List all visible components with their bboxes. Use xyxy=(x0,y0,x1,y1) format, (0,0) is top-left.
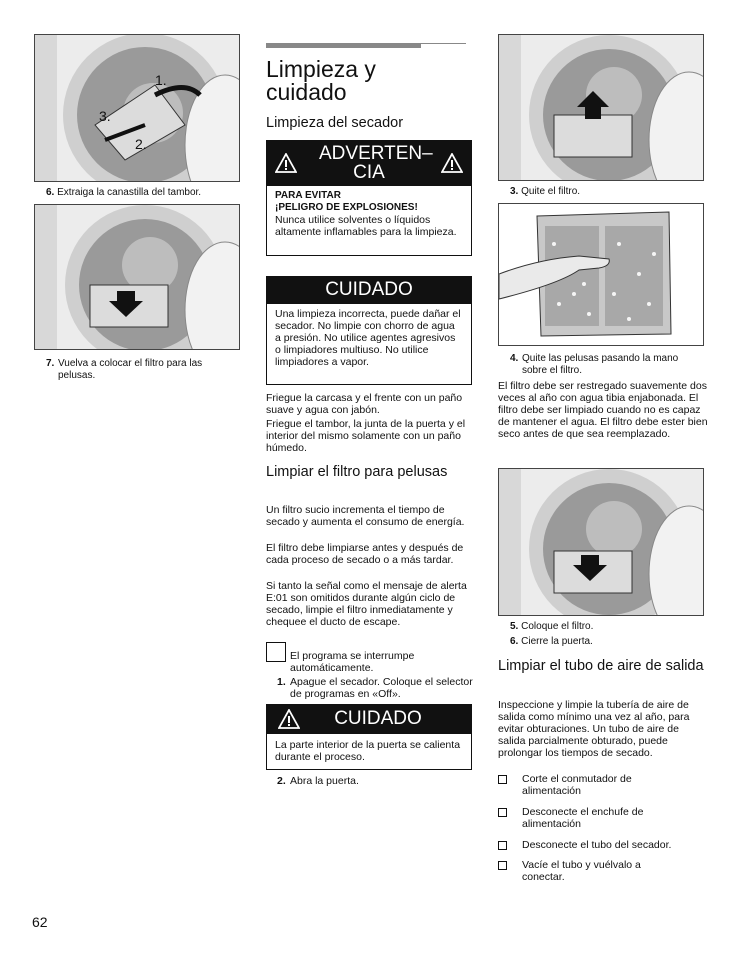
caption-step-6b: 6. Cierre la puerta. xyxy=(510,636,593,647)
paragraph-housing: Friegue la carcasa y el frente con un pa… xyxy=(266,392,463,416)
step-2: 2. Abra la puerta. xyxy=(277,775,359,787)
checklist: Corte el conmutador de alimentación Desc… xyxy=(498,773,708,889)
warning-body: PARA EVITAR ¡PELIGRO DE EXPLOSIONES! Nun… xyxy=(266,186,472,256)
section-heading-filter: Limpiar el filtro para pelusas xyxy=(266,464,448,480)
warning-label-1: PARA EVITAR xyxy=(275,190,341,201)
caution-heading-2: CUIDADO xyxy=(334,708,422,729)
title-rule xyxy=(266,43,466,44)
warning-label-2: ¡PELIGRO DE EXPLOSIONES! xyxy=(275,202,418,213)
svg-text:2.: 2. xyxy=(135,136,147,152)
warning-text: Nunca utilice solventes o líquidos altam… xyxy=(275,214,457,238)
caption-step-5: 5. Coloque el filtro. xyxy=(510,621,594,632)
paragraph-drum: Friegue el tambor, la junta de la puerta… xyxy=(266,418,466,454)
caution-text: Una limpieza incorrecta, puede dañar el … xyxy=(275,308,461,368)
checklist-item: Vacíe el tubo y vuélvalo a conectar. xyxy=(498,859,708,889)
illustration-remove-filter xyxy=(498,34,704,181)
filter-paragraph-3: Si tanto la señal como el mensaje de ale… xyxy=(266,580,467,628)
caption-step-7: 7. Vuelva a colocar el filtro para las p… xyxy=(46,358,203,381)
section-heading-dryer: Limpieza del secador xyxy=(266,115,404,131)
illustration-clean-filter xyxy=(498,203,704,346)
duct-paragraph: Inspeccione y limpie la tubería de aire … xyxy=(498,699,690,759)
checklist-item: Corte el conmutador de alimentación xyxy=(498,773,708,806)
caution-header: CUIDADO xyxy=(266,276,472,304)
filter-paragraph-1: Un filtro sucio incrementa el tiempo de … xyxy=(266,504,465,528)
caption-step-6: 6. Extraiga la canastilla del tambor. xyxy=(46,187,202,198)
checkbox-icon xyxy=(498,775,507,784)
checkbox-icon xyxy=(498,808,507,817)
caption-step-4: 4. Quite las pelusas pasando la mano sob… xyxy=(510,353,679,376)
checklist-item: Desconecte el enchufe de alimentación xyxy=(498,806,708,839)
checkbox-icon xyxy=(498,841,507,850)
warning-triangle-icon xyxy=(275,153,297,173)
svg-text:1.: 1. xyxy=(155,72,167,88)
illustration-insert-filter xyxy=(498,468,704,616)
section-heading-duct: Limpiar el tubo de aire de salida xyxy=(498,658,704,674)
warning-heading: ADVERTEN– CIA xyxy=(319,143,433,183)
note-icon xyxy=(266,642,286,662)
checkbox-icon xyxy=(498,861,507,870)
page-title: Limpieza y cuidado xyxy=(266,56,376,105)
caption-step-3: 3. Quite el filtro. xyxy=(510,186,581,197)
step-1: 1. Apague el secador. Coloque el selecto… xyxy=(277,676,473,700)
svg-text:3.: 3. xyxy=(99,108,111,124)
caution-text-2: La parte interior de la puerta se calien… xyxy=(275,739,461,763)
warning-header: ADVERTEN– CIA xyxy=(266,140,472,186)
illustration-replace-filter xyxy=(34,204,240,350)
warning-triangle-icon xyxy=(441,153,463,173)
caution-body-2: La parte interior de la puerta se calien… xyxy=(266,734,472,770)
warning-triangle-icon xyxy=(278,709,300,729)
illustration-remove-basket: 1. 3. 2. xyxy=(34,34,240,182)
note-text: El programa se interrumpe automáticament… xyxy=(290,650,415,674)
checklist-item: Desconecte el tubo del secador. xyxy=(498,839,708,859)
filter-paragraph-2: El filtro debe limpiarse antes y después… xyxy=(266,542,464,566)
filter-maintenance-paragraph: El filtro debe ser restregado suavemente… xyxy=(498,380,708,440)
title-rule-thick xyxy=(266,44,421,48)
caution-heading: CUIDADO xyxy=(325,279,413,300)
caution-body: Una limpieza incorrecta, puede dañar el … xyxy=(266,304,472,385)
page-number: 62 xyxy=(32,914,48,930)
caution-header-2: CUIDADO xyxy=(266,704,472,734)
